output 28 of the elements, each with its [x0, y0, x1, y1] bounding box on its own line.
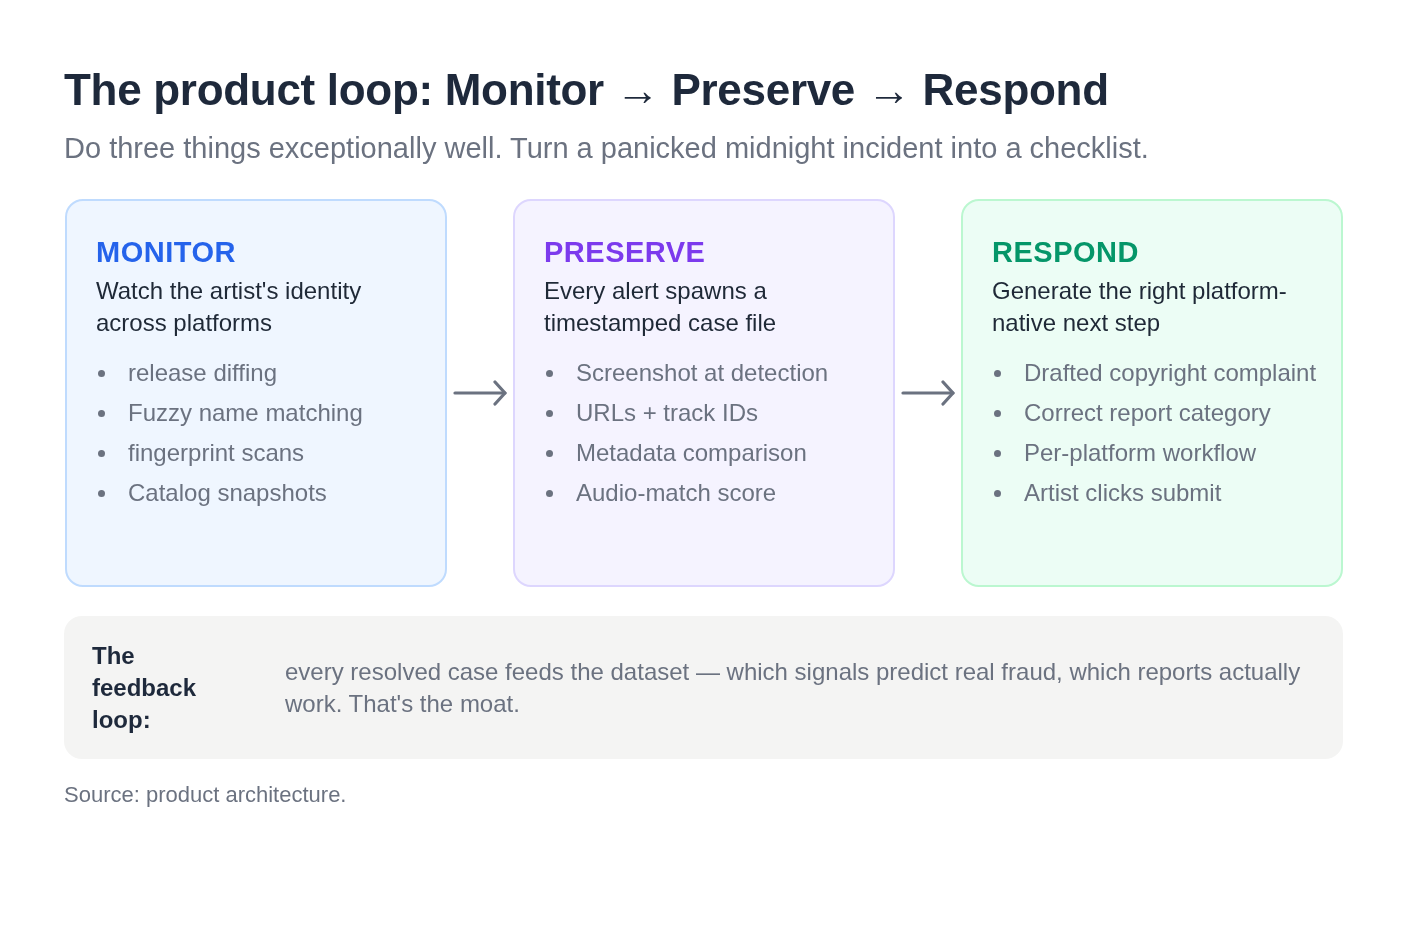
bullet-text: Correct report category — [1024, 398, 1271, 428]
stage-heading: MONITOR — [96, 235, 237, 270]
arrow — [453, 380, 507, 406]
bullet-text: fingerprint scans — [128, 438, 305, 468]
feedback-text: every resolved case feeds the dataset — which signals predict real fraud, which reports actually work. That's the moat. — [285, 656, 1302, 719]
stage-card — [513, 199, 895, 587]
title: The product loop: Monitor → Preserve → Respond — [64, 64, 1109, 116]
bullet-text: Artist clicks submit — [1024, 478, 1222, 508]
stage-heading: PRESERVE — [544, 235, 707, 270]
bullet-text: Audio-match score — [576, 478, 777, 508]
bullet-text: Per-platform workflow — [1024, 438, 1257, 468]
stage-card — [65, 199, 447, 587]
bullet-text: Metadata comparison — [576, 438, 807, 468]
bullet-text: Catalog snapshots — [128, 478, 327, 508]
bullet-text: Screenshot at detection — [576, 358, 829, 388]
stage-card — [961, 199, 1343, 587]
source-note: Source: product architecture. — [64, 781, 347, 809]
bullet-text: release diffing — [128, 358, 277, 388]
stage-description: Generate the right platform-native next step — [992, 276, 1288, 338]
stage-description: Watch the artist's identity across platforms — [96, 276, 363, 338]
arrow — [901, 380, 955, 406]
feedback-label: The feedback loop: — [92, 640, 198, 735]
bullet-text: Fuzzy name matching — [128, 398, 363, 428]
bullet-text: Drafted copyright complaint — [1024, 358, 1317, 388]
stage-heading: RESPOND — [992, 235, 1140, 270]
bullet-text: URLs + track IDs — [576, 398, 759, 428]
stage-description: Every alert spawns a timestamped case file — [544, 276, 778, 338]
subtitle: Do three things exceptionally well. Turn a panicked midnight incident into a checklist. — [64, 131, 1149, 166]
